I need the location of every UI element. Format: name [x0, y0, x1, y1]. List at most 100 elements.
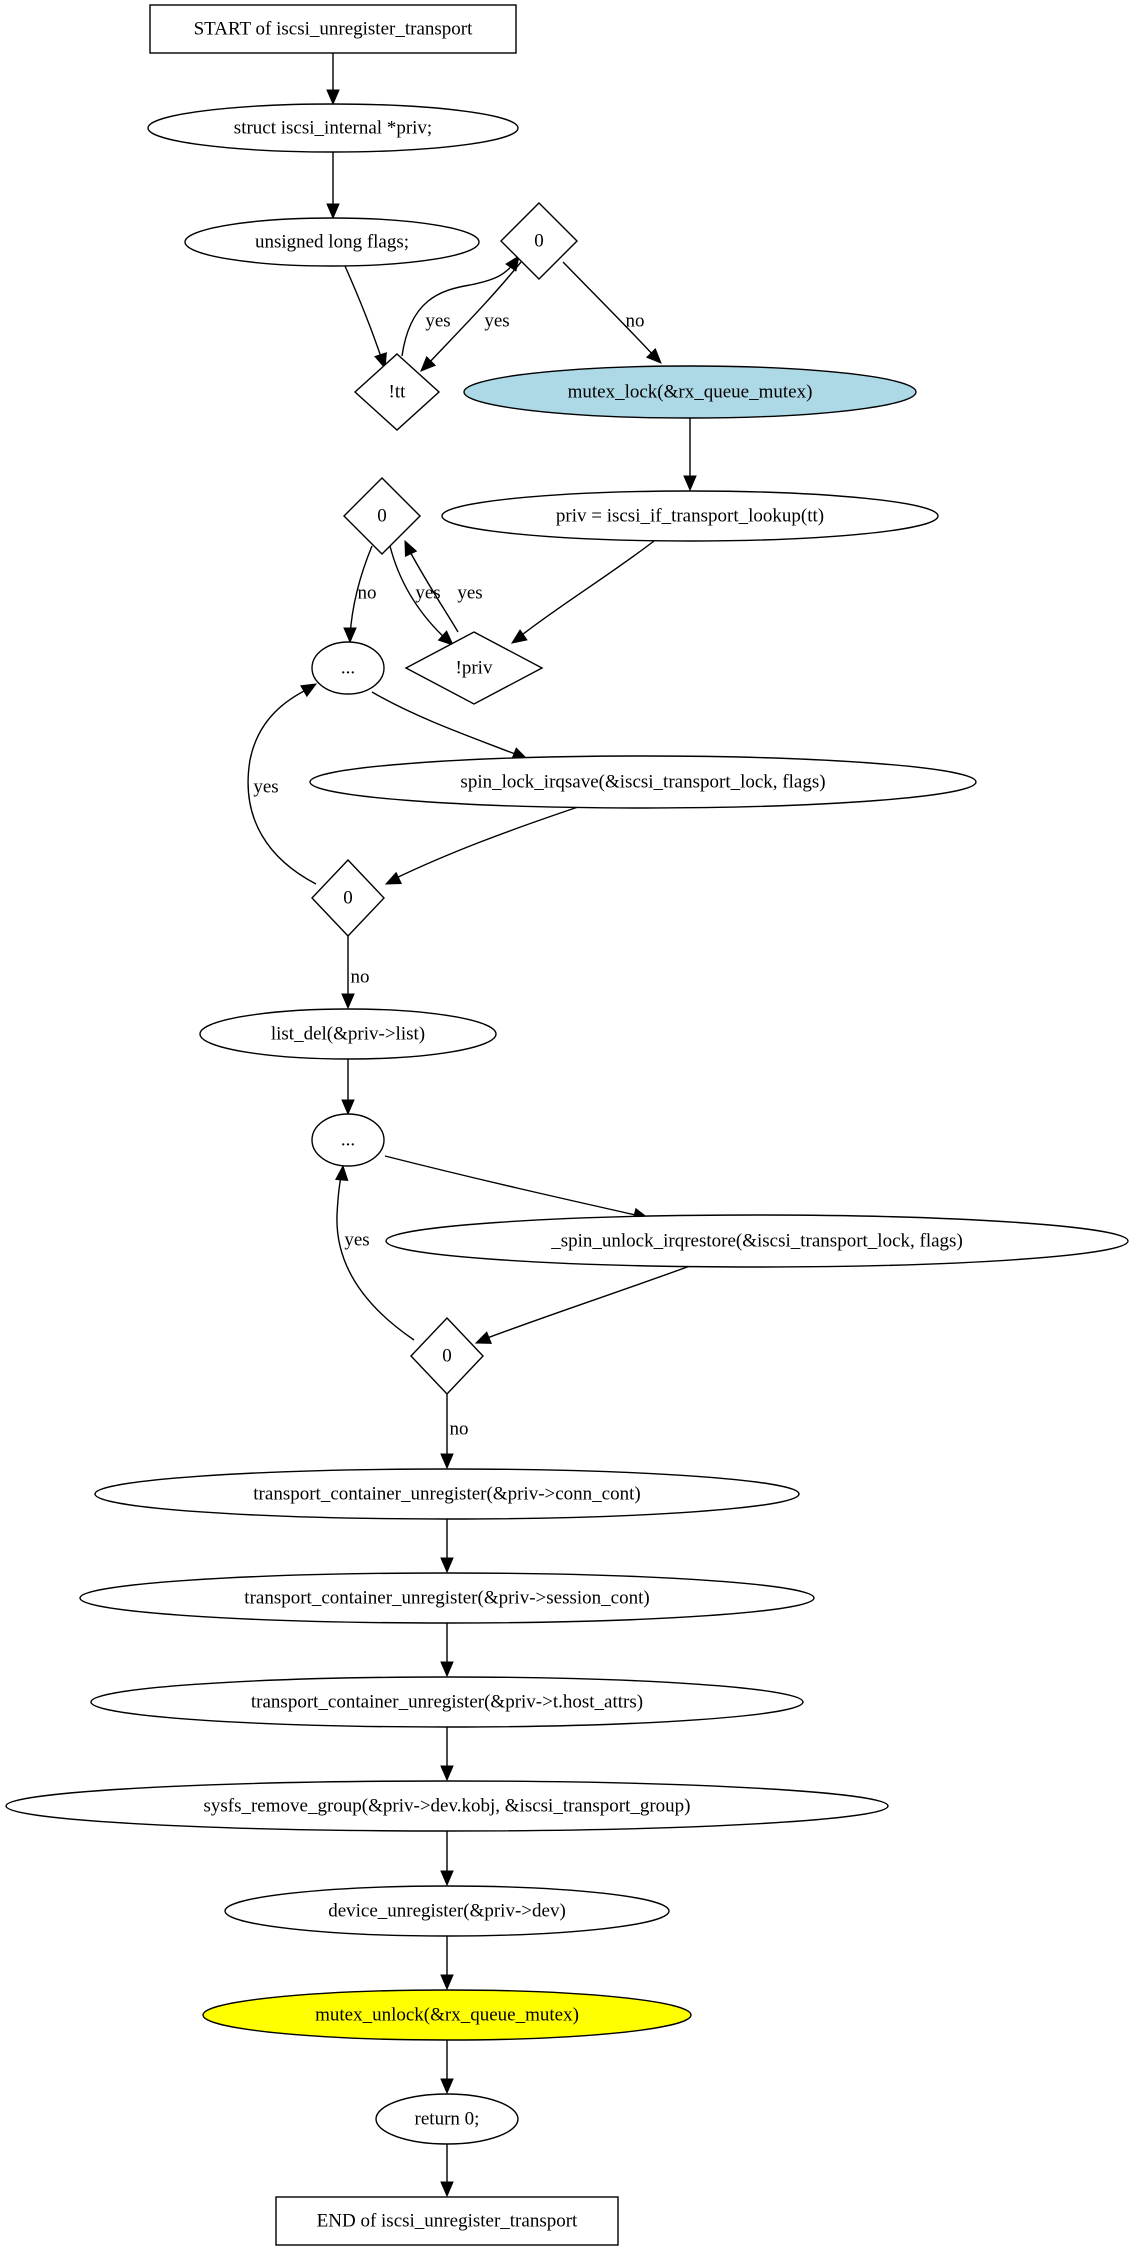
nodes-layer: START of iscsi_unregister_transportstruc…: [5, 4, 1129, 2246]
node-cond0-d: 0: [410, 1316, 484, 1396]
edge-cond0_b-to-cond_priv: yes: [389, 545, 454, 646]
arrowhead-icon: [343, 627, 357, 644]
arrowhead-icon: [474, 1331, 492, 1344]
node-label: END of iscsi_unregister_transport: [317, 2210, 578, 2231]
arrowhead-icon: [300, 683, 318, 698]
node-cond-priv: !priv: [404, 631, 544, 705]
ellipse-shape: [184, 217, 480, 267]
node-spin-unlock: _spin_unlock_irqrestore(&iscsi_transport…: [385, 1214, 1129, 1268]
node-label: sysfs_remove_group(&priv->dev.kobj, &isc…: [203, 1795, 690, 1816]
edge-cond_tt-to-cond0_a: yes: [401, 254, 520, 357]
edge-line: [562, 261, 657, 359]
edge-dev_unreg-to-mutex_unlock: [440, 1936, 454, 1991]
node-cond0-c: 0: [311, 858, 385, 938]
arrowhead-icon: [505, 254, 520, 272]
edge-cond0_d-to-dots_b: yes: [335, 1164, 415, 1341]
edge-line: [401, 261, 516, 357]
node-label: list_del(&priv->list): [271, 1023, 425, 1044]
ellipse-shape: [79, 1572, 815, 1624]
arrowhead-icon: [326, 203, 340, 220]
ellipse-shape: [385, 1214, 1129, 1268]
node-label: mutex_lock(&rx_queue_mutex): [568, 381, 813, 402]
node-tcu-conn: transport_container_unregister(&priv->co…: [94, 1468, 800, 1520]
node-label: device_unregister(&priv->dev): [328, 1900, 566, 1921]
node-label: 0: [442, 1345, 452, 1366]
box-shape: [275, 2196, 619, 2246]
node-decl-flags: unsigned long flags;: [184, 217, 480, 267]
arrowhead-icon: [440, 1870, 454, 1887]
arrowhead-icon: [437, 630, 454, 646]
ellipse-shape: [147, 103, 519, 153]
arrowhead-icon: [440, 1453, 454, 1470]
edge-line: [425, 261, 522, 367]
edge-ret0-to-end: [440, 2144, 454, 2198]
node-label: ...: [341, 657, 355, 678]
node-label: return 0;: [415, 2108, 480, 2129]
edge-cond_priv-to-cond0_b: yes: [404, 539, 483, 633]
edge-cond0_a-to-mutex_lock: no: [562, 261, 662, 364]
node-ret0: return 0;: [375, 2093, 519, 2145]
node-label: START of iscsi_unregister_transport: [194, 18, 474, 39]
ellipse-shape: [90, 1676, 804, 1728]
diamond-shape: [343, 477, 421, 555]
node-label: 0: [343, 887, 353, 908]
arrowhead-icon: [374, 352, 387, 370]
edge-spin_unlock-to-cond0_d: [474, 1265, 691, 1344]
node-dev-unreg: device_unregister(&priv->dev): [224, 1885, 670, 1937]
edge-label: no: [358, 582, 377, 603]
node-mutex-lock: mutex_lock(&rx_queue_mutex): [463, 365, 917, 419]
edge-label: yes: [484, 310, 509, 331]
node-spin-lock: spin_lock_irqsave(&iscsi_transport_lock,…: [309, 755, 977, 809]
node-mutex-unlock: mutex_unlock(&rx_queue_mutex): [202, 1989, 692, 2041]
node-dots-a: ...: [311, 641, 385, 695]
edge-label: yes: [344, 1229, 369, 1250]
node-label: transport_container_unregister(&priv->co…: [253, 1483, 640, 1504]
edge-tcu_session-to-tcu_host: [440, 1623, 454, 1678]
edge-label: yes: [415, 582, 440, 603]
node-label: unsigned long flags;: [255, 231, 409, 252]
edge-sysfs_remove-to-dev_unreg: [440, 1831, 454, 1887]
arrowhead-icon: [335, 1164, 349, 1182]
edge-label: no: [351, 966, 370, 987]
edge-label: yes: [457, 582, 482, 603]
edge-cond0_d-to-tcu_conn: no: [440, 1394, 469, 1470]
ellipse-shape: [202, 1989, 692, 2041]
node-label: !tt: [389, 381, 407, 402]
edge-line: [481, 1265, 691, 1341]
node-cond0-b: 0: [343, 477, 421, 555]
diamond-shape: [500, 202, 578, 280]
edge-tcu_conn-to-tcu_session: [440, 1519, 454, 1574]
node-label: _spin_unlock_irqrestore(&iscsi_transport…: [550, 1230, 963, 1251]
node-label: 0: [534, 230, 544, 251]
diamond-shape: [410, 1316, 484, 1396]
node-label: ...: [341, 1129, 355, 1150]
node-label: !priv: [456, 657, 493, 678]
node-decl-priv: struct iscsi_internal *priv;: [147, 103, 519, 153]
edge-spin_lock-to-cond0_c: [384, 806, 579, 885]
node-label: 0: [377, 505, 387, 526]
edge-list_del-to-dots_b: [341, 1059, 355, 1116]
arrowhead-icon: [440, 1765, 454, 1782]
edge-line: [344, 265, 383, 361]
edge-line: [349, 545, 373, 637]
edge-cond0_b-to-dots_a: no: [343, 545, 377, 644]
edge-line: [371, 691, 521, 757]
node-cond-tt: !tt: [353, 353, 441, 431]
arrowhead-icon: [440, 2078, 454, 2095]
edge-decl_priv-to-decl_flags: [326, 152, 340, 220]
edge-label: no: [626, 310, 645, 331]
node-label: mutex_unlock(&rx_queue_mutex): [315, 2004, 579, 2025]
arrowhead-icon: [440, 1974, 454, 1991]
node-tcu-session: transport_container_unregister(&priv->se…: [79, 1572, 815, 1624]
node-tcu-host: transport_container_unregister(&priv->t.…: [90, 1676, 804, 1728]
edge-lookup-to-cond_priv: [510, 540, 655, 644]
arrowhead-icon: [510, 629, 528, 644]
diamond-shape: [353, 353, 441, 431]
diamond-shape: [311, 858, 385, 938]
arrowhead-icon: [440, 2181, 454, 2198]
ellipse-shape: [463, 365, 917, 419]
edge-decl_flags-to-cond_tt: [344, 265, 387, 370]
node-label: struct iscsi_internal *priv;: [234, 117, 432, 138]
